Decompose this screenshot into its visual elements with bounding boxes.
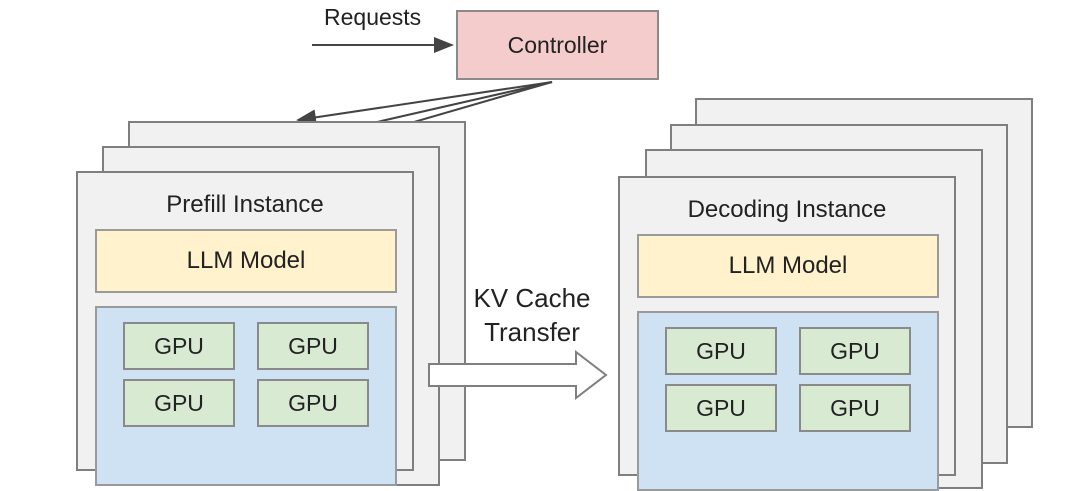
prefill-gpu-area: GPU GPU GPU GPU xyxy=(95,306,397,486)
prefill-instance-title: Prefill Instance xyxy=(166,191,324,218)
kv-cache-transfer-label: KV Cache Transfer xyxy=(452,281,612,349)
kv-cache-label-line1: KV Cache xyxy=(473,283,591,313)
decoding-gpu-1-label: GPU xyxy=(696,337,746,364)
decoding-gpu-3: GPU xyxy=(665,384,777,432)
kv-cache-label-line2: Transfer xyxy=(484,317,580,347)
decoding-gpu-1: GPU xyxy=(665,327,777,375)
prefill-gpu-4: GPU xyxy=(257,379,369,427)
prefill-gpu-3: GPU xyxy=(123,379,235,427)
controller-label: Controller xyxy=(507,31,608,58)
decoding-gpu-2-label: GPU xyxy=(830,337,880,364)
prefill-llm-model-label: LLM Model xyxy=(186,247,306,274)
prefill-llm-model: LLM Model xyxy=(95,229,397,293)
decoding-llm-model-label: LLM Model xyxy=(728,252,848,279)
decoding-gpu-area: GPU GPU GPU GPU xyxy=(637,311,939,491)
decoding-instance: Decoding Instance LLM Model GPU GPU GPU … xyxy=(618,176,956,491)
prefill-gpu-2: GPU xyxy=(257,322,369,370)
kv-transfer-arrow-icon xyxy=(428,350,608,400)
prefill-gpu-1: GPU xyxy=(123,322,235,370)
decoding-gpu-3-label: GPU xyxy=(696,394,746,421)
requests-label: Requests xyxy=(324,4,422,30)
prefill-instance: Prefill Instance LLM Model GPU GPU GPU G… xyxy=(76,171,414,486)
decoding-instance-title: Decoding Instance xyxy=(687,196,887,223)
decoding-gpu-2: GPU xyxy=(799,327,911,375)
decoding-gpu-4-label: GPU xyxy=(830,394,880,421)
decoding-llm-model: LLM Model xyxy=(637,234,939,298)
decoding-gpu-4: GPU xyxy=(799,384,911,432)
controller-box: Controller xyxy=(456,10,659,80)
prefill-gpu-3-label: GPU xyxy=(154,389,204,416)
dispatch-arrow-1 xyxy=(296,81,553,126)
prefill-gpu-1-label: GPU xyxy=(154,332,204,359)
prefill-gpu-4-label: GPU xyxy=(288,389,338,416)
prefill-gpu-2-label: GPU xyxy=(288,332,338,359)
